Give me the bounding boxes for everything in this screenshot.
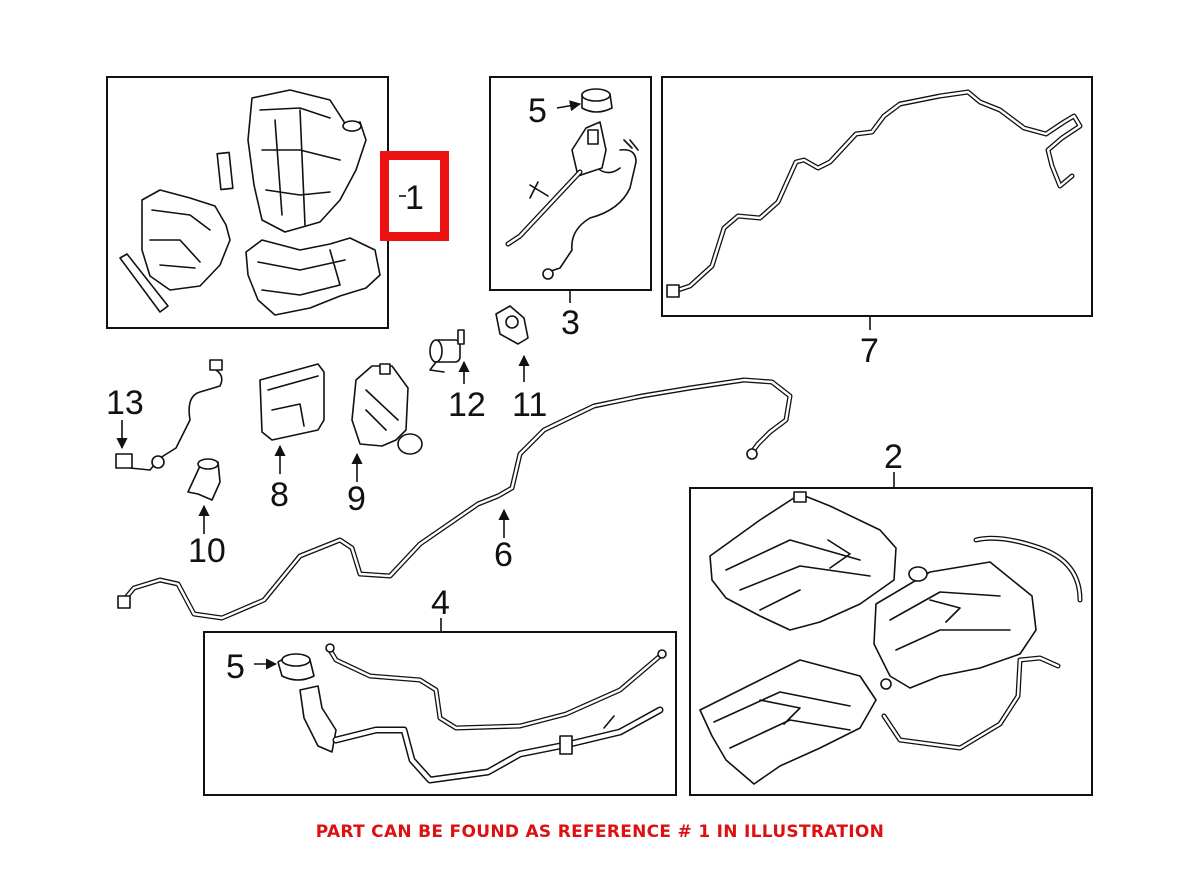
part-10-sensor [187,458,221,501]
part-12-valve [429,329,465,373]
arrow-5-top [556,100,582,112]
group-3-filler-assembly [489,76,652,291]
callout-10: 10 [188,532,226,570]
group-2-canister-assembly [689,487,1093,796]
group-7-hose-line [661,76,1093,317]
gasket [216,151,234,191]
part-6-long-hose [117,377,793,621]
callout-7: 7 [860,332,879,370]
callout-6: 6 [494,536,513,574]
callout-8: 8 [270,476,289,514]
reference-highlight-box [380,151,449,241]
callout-9: 9 [347,480,366,518]
callout-11: 11 [512,386,547,424]
canister-main [873,561,1037,689]
callout-3: 3 [561,304,580,342]
group-4-box [203,631,677,796]
group-1-reservoir-assembly [106,76,389,329]
part-11-bracket [495,305,529,345]
group-2-box [689,487,1093,796]
callout-5-lower: 5 [226,648,245,686]
canister-tray [699,659,877,785]
part-9-pump-bracket [351,363,423,455]
callout-12: 12 [448,386,486,424]
part-13-harness [115,359,223,471]
group-7-box [661,76,1093,317]
callout-1: 1 [405,179,424,217]
callout-5-top: 5 [528,92,547,130]
callout-13: 13 [106,384,144,422]
reference-note: PART CAN BE FOUND AS REFERENCE # 1 IN IL… [315,822,885,842]
group-4-filler-tube-assembly [203,631,677,796]
callout-2: 2 [884,438,903,476]
reservoir-tank [247,89,367,233]
seal-strip [119,253,169,313]
hose-line-7 [669,89,1083,295]
right-shield [245,237,381,316]
callout-4: 4 [431,584,450,622]
part-8-control-module [259,363,325,441]
canister-upper-housing [709,493,897,631]
